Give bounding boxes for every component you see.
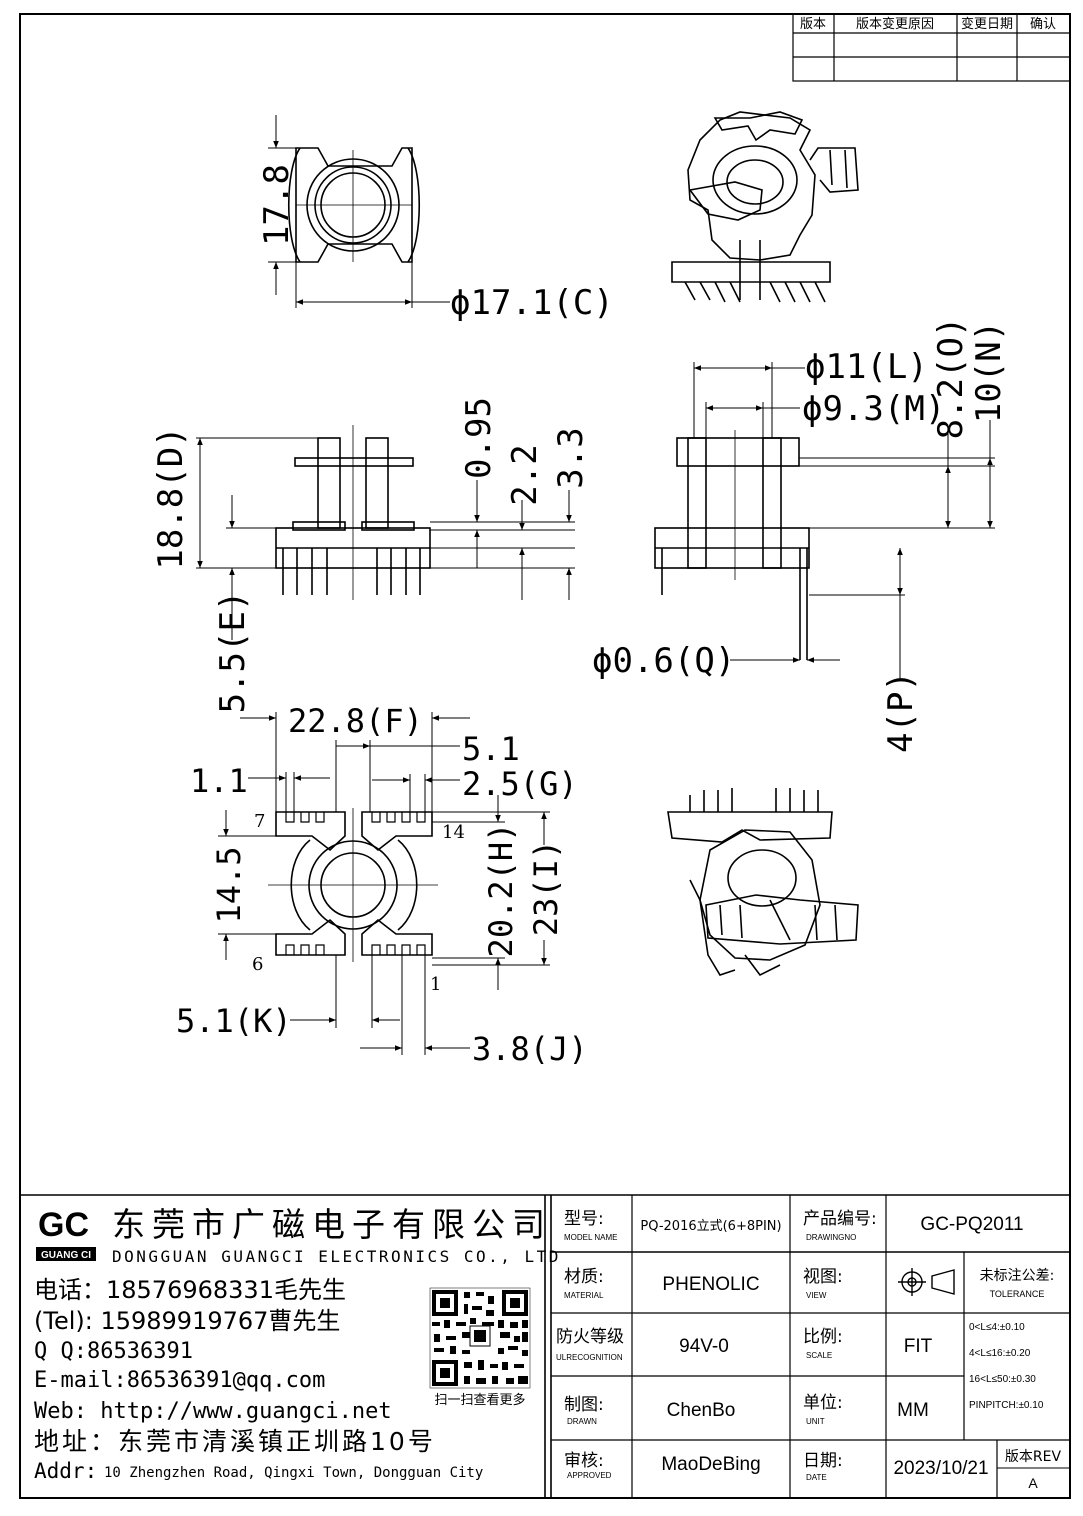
dim-o: 8.2(O): [931, 317, 971, 440]
model-value: PQ-2016立式(6+8PIN): [640, 1219, 781, 1234]
approved-label: 审核:: [564, 1451, 604, 1471]
tolerance-range-4: PINPITCH:±0.10: [969, 1400, 1044, 1411]
date-sub: DATE: [806, 1473, 827, 1482]
company-name-cn: 东莞市广磁电子有限公司: [112, 1205, 552, 1244]
fire-rating-value: 94V-0: [679, 1336, 729, 1357]
drawing-no-sub: DRAWINGNO: [806, 1233, 856, 1242]
dim-height-d: 18.8(D): [151, 426, 191, 569]
bottom-view-drawing: [218, 712, 550, 1055]
dim-11: 1.1: [190, 762, 248, 800]
unit-value: MM: [897, 1400, 929, 1421]
pin-label-7: 7: [254, 811, 265, 832]
dim-i: 23(I): [527, 840, 565, 936]
tolerance-range-1: 0<L≤4:±0.10: [969, 1322, 1025, 1333]
dim-h: 20.2(H): [482, 823, 520, 958]
pin-label-14: 14: [442, 822, 465, 843]
dim-dia-m: ϕ9.3(M): [802, 389, 945, 429]
company-logo: GC GUANG CI: [36, 1204, 96, 1261]
date-label: 日期:: [803, 1451, 843, 1471]
tolerance-range-3: 16<L≤50:±0.30: [969, 1374, 1036, 1385]
date-value: 2023/10/21: [893, 1458, 988, 1479]
dim-top-height: 17.8: [257, 164, 297, 246]
qr-code: [429, 1287, 531, 1389]
drawing-no-label: 产品编号:: [803, 1209, 877, 1229]
projection-symbol-icon: [898, 1268, 955, 1296]
company-qq: Q Q:86536391: [34, 1339, 193, 1364]
pin-label-6: 6: [252, 954, 263, 975]
unit-sub: UNIT: [806, 1417, 825, 1426]
revision-value: A: [1028, 1475, 1038, 1491]
model-sub: MODEL NAME: [564, 1233, 618, 1242]
side-view-drawing: [654, 362, 995, 680]
scale-value: FIT: [904, 1336, 933, 1357]
approved-sub: APPROVED: [567, 1471, 612, 1480]
material-sub: MATERIAL: [564, 1291, 604, 1300]
dim-n: 10(N): [969, 321, 1009, 423]
drawn-sub: DRAWN: [567, 1417, 597, 1426]
drawing-no-value: GC-PQ2011: [920, 1214, 1023, 1235]
material-value: PHENOLIC: [662, 1274, 759, 1295]
dim-g: 2.5(G): [462, 765, 578, 803]
dim-dia-l: ϕ11(L): [805, 347, 928, 387]
scale-label: 比例:: [803, 1327, 843, 1347]
approved-value: MaoDeBing: [661, 1454, 760, 1475]
company-web: Web: http://www.guangci.net: [34, 1399, 392, 1424]
tolerance-label: 未标注公差:: [980, 1268, 1055, 1284]
view-sub: VIEW: [806, 1291, 827, 1300]
rev-header-version: 版本: [800, 17, 826, 32]
pin-label-1: 1: [430, 974, 441, 995]
dim-22: 2.2: [505, 444, 545, 505]
front-view-drawing: [196, 425, 575, 640]
dim-j: 3.8(J): [472, 1030, 588, 1068]
tolerance-range-2: 4<L≤16:±0.20: [969, 1348, 1031, 1359]
dim-k: 5.1(K): [176, 1002, 292, 1040]
svg-text:GUANG CI: GUANG CI: [41, 1250, 91, 1261]
top-view-drawing: [268, 115, 450, 308]
dim-51-top: 5.1: [462, 730, 520, 768]
iso-view-top: [671, 111, 859, 303]
company-address-cn: 地址：东莞市清溪镇正圳路10号: [34, 1427, 436, 1456]
dim-33: 3.3: [551, 427, 591, 488]
drawn-value: ChenBo: [667, 1400, 736, 1421]
revision-label: 版本REV: [1005, 1449, 1062, 1465]
iso-view-bottom: [667, 788, 859, 977]
dim-width-f: 22.8(F): [288, 702, 423, 740]
title-block-grid: [20, 1194, 1070, 1498]
scale-sub: SCALE: [806, 1351, 832, 1360]
model-label: 型号:: [564, 1209, 604, 1229]
dim-dia-q: ϕ0.6(Q): [592, 641, 735, 681]
company-address-en-label: Addr:: [34, 1459, 97, 1483]
dim-145: 14.5: [210, 846, 248, 923]
revision-table: [792, 13, 1071, 82]
tolerance-sub: TOLERANCE: [990, 1289, 1045, 1299]
company-email: E-mail:86536391@qq.com: [34, 1368, 325, 1393]
dim-p: 4(P): [881, 671, 921, 753]
company-phone-2: (Tel): 15989919767曹先生: [34, 1307, 340, 1335]
drawn-label: 制图:: [564, 1395, 604, 1415]
dim-height-e: 5.5(E): [213, 591, 253, 714]
view-label: 视图:: [803, 1267, 843, 1287]
qr-caption: 扫一扫查看更多: [434, 1392, 525, 1408]
material-label: 材质:: [564, 1267, 604, 1287]
fire-rating-label: 防火等级: [556, 1327, 624, 1347]
rev-header-reason: 版本变更原因: [856, 16, 934, 32]
rev-header-date: 变更日期: [961, 16, 1013, 32]
rev-header-confirm: 确认: [1030, 17, 1056, 32]
company-name-en: DONGGUAN GUANGCI ELECTRONICS CO., LTD: [112, 1247, 561, 1266]
company-phone-1: 电话：18576968331毛先生: [34, 1276, 346, 1304]
dim-top-dia-c: ϕ17.1(C): [450, 283, 614, 323]
fire-rating-sub: ULRECOGNITION: [556, 1353, 623, 1362]
unit-label: 单位:: [803, 1393, 843, 1413]
dim-095: 0.95: [459, 397, 499, 479]
svg-text:GC: GC: [38, 1206, 89, 1244]
company-address-en: 10 Zhengzhen Road, Qingxi Town, Dongguan…: [104, 1465, 483, 1481]
